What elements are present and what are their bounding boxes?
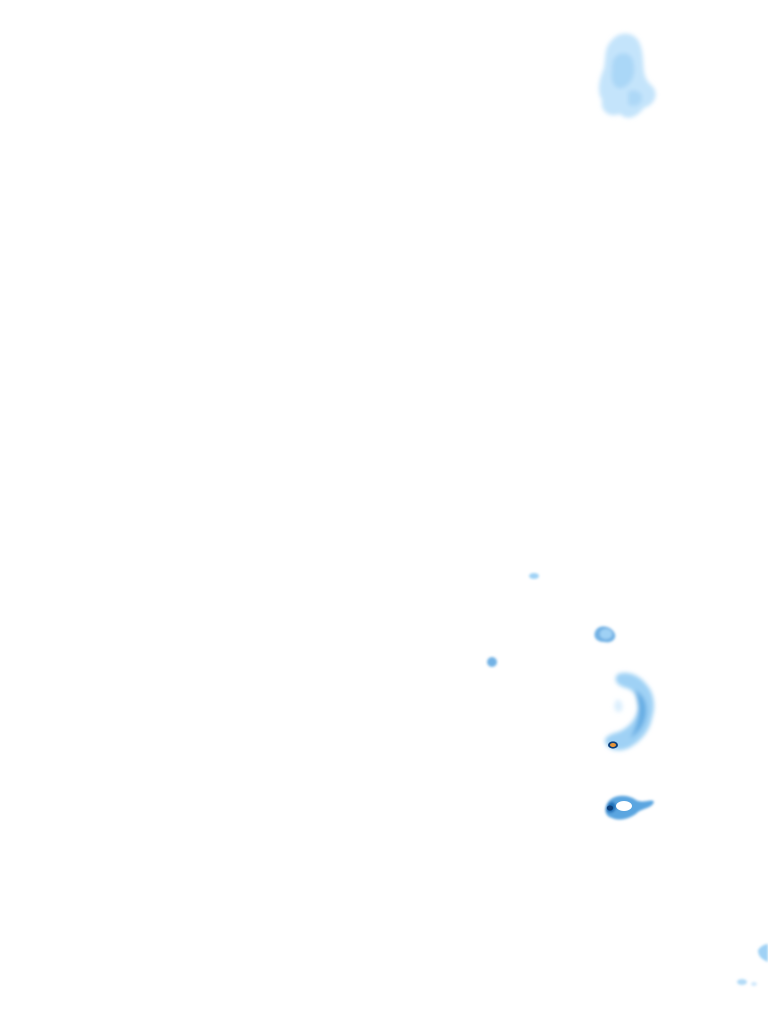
echo-cell-small-a — [594, 626, 616, 643]
echo-cell-corner — [737, 944, 768, 986]
echo-cell-small-b — [487, 657, 497, 667]
echo-cell-crescent-core — [608, 741, 618, 749]
echo-cell-south-core — [606, 805, 614, 811]
echo-cell-south-hole — [616, 801, 632, 811]
echo-cell-speck — [529, 573, 539, 579]
echo-cell-north — [598, 33, 656, 118]
echo-cell-crescent — [604, 672, 654, 751]
